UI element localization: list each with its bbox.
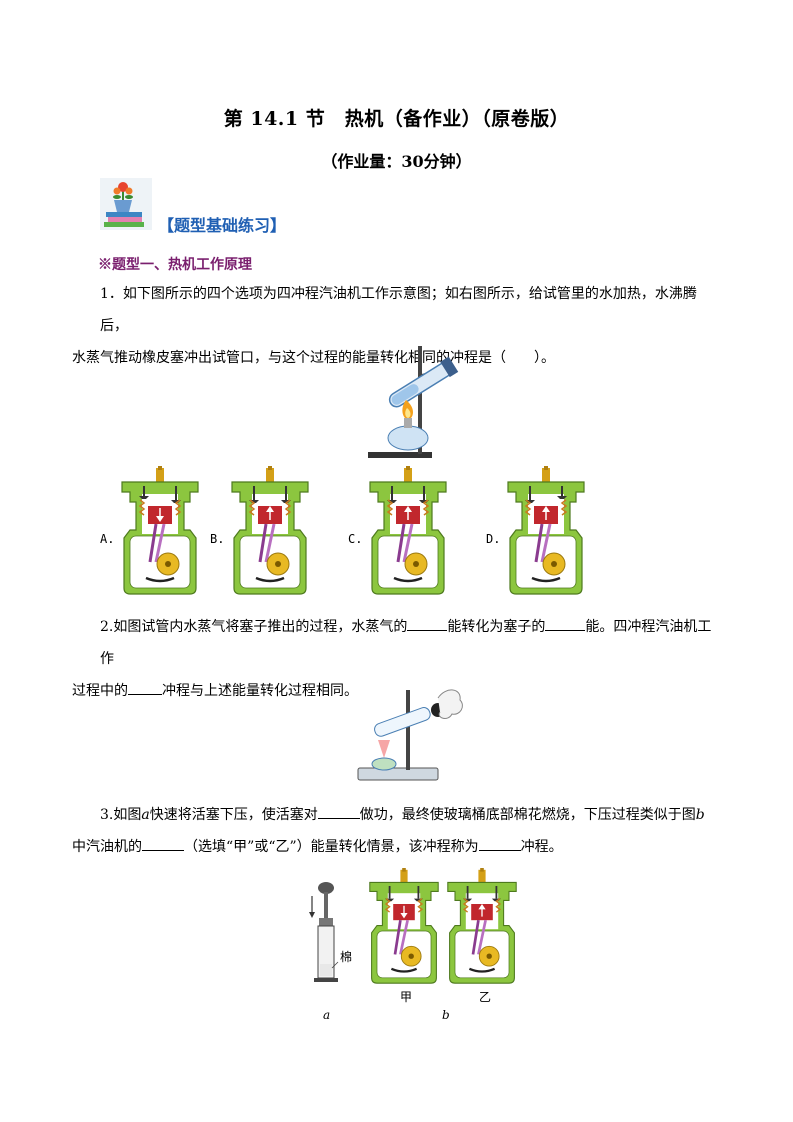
engine-diagram-a	[121, 466, 199, 595]
option-c-label: C.	[348, 532, 363, 546]
engine-jia-label: 甲	[400, 990, 413, 1004]
engine-diagram-c	[369, 466, 447, 595]
question-1-line-1: 1．如下图所示的四个选项为四冲程汽油机工作示意图；如右图所示，给试管里的水加热，…	[100, 286, 697, 334]
q2-text-e: 冲程与上述能量转化过程相同。	[162, 683, 358, 699]
page-subtitle: （作业量：30分钟）	[321, 152, 472, 171]
cotton-label: 棉	[340, 950, 353, 964]
q3-text-e: （选填“甲”或“乙”）能量转化情景，该冲程称为	[184, 839, 479, 855]
topic-heading: ※题型一、热机工作原理	[98, 257, 252, 273]
q3-text-c: 做功，最终使玻璃桶底部棉花燃烧，下压过程类似于图	[359, 807, 696, 823]
question-3-line-1: 3.如图a快速将活塞下压，使活塞对 做功，最终使玻璃桶底部棉花燃烧，下压过程类似于…	[72, 799, 722, 831]
q3-text-b: 快速将活塞下压，使活塞对	[149, 807, 318, 823]
q3-fig-ref-a: a	[141, 807, 150, 823]
q2-blank-2[interactable]	[545, 616, 586, 631]
q3-blank-2[interactable]	[142, 836, 184, 851]
engine-diagram-d	[507, 466, 585, 595]
page-title: 第 14.1 节 热机（备作业）（原卷版）	[223, 108, 570, 130]
section-header: 【题型基础练习】	[158, 216, 287, 235]
question-2-line-1: 2.如图试管内水蒸气将塞子推出的过程，水蒸气的 能转化为塞子的能。四冲程汽油机工作	[72, 611, 722, 675]
q2-text-c: 能。四冲程汽油机工作	[100, 619, 712, 667]
question-1-line-2: 水蒸气推动橡皮塞冲出试管口，与这个过程的能量转化相同的冲程是（ ）。	[72, 350, 555, 366]
q2-text-b: 能转化为塞子的	[447, 619, 546, 635]
figure-b-label: b	[442, 1008, 450, 1022]
q2-blank-1[interactable]	[407, 616, 448, 631]
engine-yi-label: 乙	[479, 990, 492, 1004]
question-2-text: 2.如图试管内水蒸气将塞子推出的过程，水蒸气的 能转化为塞子的能。四冲程汽油机工作…	[72, 611, 722, 707]
fire-syringe-figure	[309, 882, 339, 982]
q3-text-a: 3.如图	[100, 807, 142, 823]
engine-diagram-b	[231, 466, 309, 595]
option-b-label: B.	[210, 532, 225, 546]
question-3-text: 3.如图a快速将活塞下压，使活塞对 做功，最终使玻璃桶底部棉花燃烧，下压过程类似于…	[72, 799, 722, 863]
option-a-label: A.	[100, 532, 115, 546]
q3-text-d: 中汽油机的	[72, 839, 142, 855]
engine-diagram-jia	[369, 868, 439, 984]
q3-fig-ref-b: b	[695, 807, 705, 823]
engine-diagram-yi	[447, 868, 517, 984]
q3-blank-1[interactable]	[317, 804, 360, 819]
q2-blank-3[interactable]	[128, 680, 162, 695]
question-1-text: 1．如下图所示的四个选项为四冲程汽油机工作示意图；如右图所示，给试管里的水加热，…	[72, 278, 722, 374]
q3-blank-3[interactable]	[478, 836, 521, 851]
q2-text-a: 2.如图试管内水蒸气将塞子推出的过程，水蒸气的	[100, 619, 408, 635]
figure-a-label: a	[323, 1008, 331, 1022]
flower-pot-books-icon	[100, 178, 152, 230]
q2-text-d: 过程中的	[72, 683, 128, 699]
question-3-line-2: 中汽油机的 （选填“甲”或“乙”）能量转化情景，该冲程称为 冲程。	[72, 831, 722, 863]
test-tube-heating-figure	[368, 346, 459, 458]
option-d-label: D.	[486, 532, 501, 546]
question-2-line-2: 过程中的 冲程与上述能量转化过程相同。	[72, 675, 722, 707]
cork-popping-figure	[357, 689, 463, 781]
q3-text-f: 冲程。	[520, 839, 563, 855]
